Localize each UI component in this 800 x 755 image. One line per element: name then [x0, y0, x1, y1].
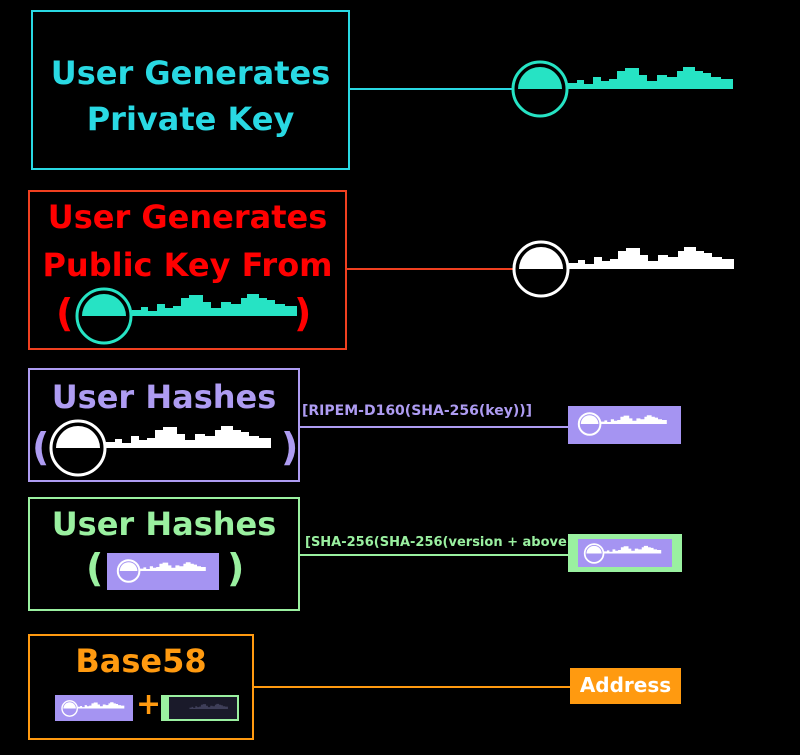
hash1-title: User Hashes: [51, 378, 277, 416]
hash2-source-icon: [116, 559, 209, 583]
hash2-open-paren: (: [86, 546, 104, 590]
base58-title: Base58: [75, 642, 207, 680]
hashed-key-icon: [577, 412, 670, 436]
connector-line-hash2: [300, 554, 568, 556]
public-key-close-paren: ): [294, 291, 312, 335]
base58-checksum-icon: [175, 702, 231, 716]
public-key-title-line1: User Generates: [47, 198, 328, 236]
private-key-title-line1: User Generates: [50, 54, 331, 92]
hash1-formula-label: [RIPEM-D160(SHA-256(key))]: [302, 403, 533, 419]
private-key-box: User Generates Private Key: [31, 10, 350, 170]
base58-plus-sign: +: [136, 687, 162, 722]
public-key-box: User Generates Public Key From: [28, 190, 347, 350]
hash1-box: User Hashes: [28, 368, 300, 482]
hash1-source-key-icon: [49, 418, 279, 478]
private-key-icon: [511, 59, 741, 119]
connector-line-private: [350, 88, 514, 90]
base58-box: Base58: [28, 634, 254, 740]
hash1-close-paren: ): [281, 425, 299, 469]
base58-hash-block: [55, 695, 133, 721]
hash2-source-block: [107, 553, 219, 590]
checksum-icon: [583, 543, 664, 564]
connector-line-hash1: [300, 426, 568, 428]
public-key-title-line2: Public Key From: [42, 246, 333, 284]
address-label: Address: [579, 673, 672, 697]
hash1-open-paren: (: [32, 425, 50, 469]
hash2-formula-label: [SHA-256(SHA-256(version + above))]: [305, 535, 585, 550]
private-key-title-line2: Private Key: [86, 100, 295, 138]
base58-checksum-block: [161, 695, 239, 721]
address-block: Address: [570, 668, 681, 704]
checksum-inner-block: [578, 539, 672, 567]
hash2-box: User Hashes: [28, 497, 300, 611]
checksum-block: [568, 534, 682, 572]
public-key-icon: [512, 239, 742, 299]
base58-hash-icon: [61, 700, 127, 717]
base58-checksum-inner: [169, 697, 237, 719]
public-key-open-paren: (: [56, 291, 74, 335]
connector-line-base58: [254, 686, 570, 688]
hash2-title: User Hashes: [51, 505, 277, 543]
hashed-key-block: [568, 406, 681, 444]
public-key-source-icon: [75, 286, 305, 346]
connector-line-public: [347, 268, 515, 270]
hash2-close-paren: ): [227, 546, 245, 590]
